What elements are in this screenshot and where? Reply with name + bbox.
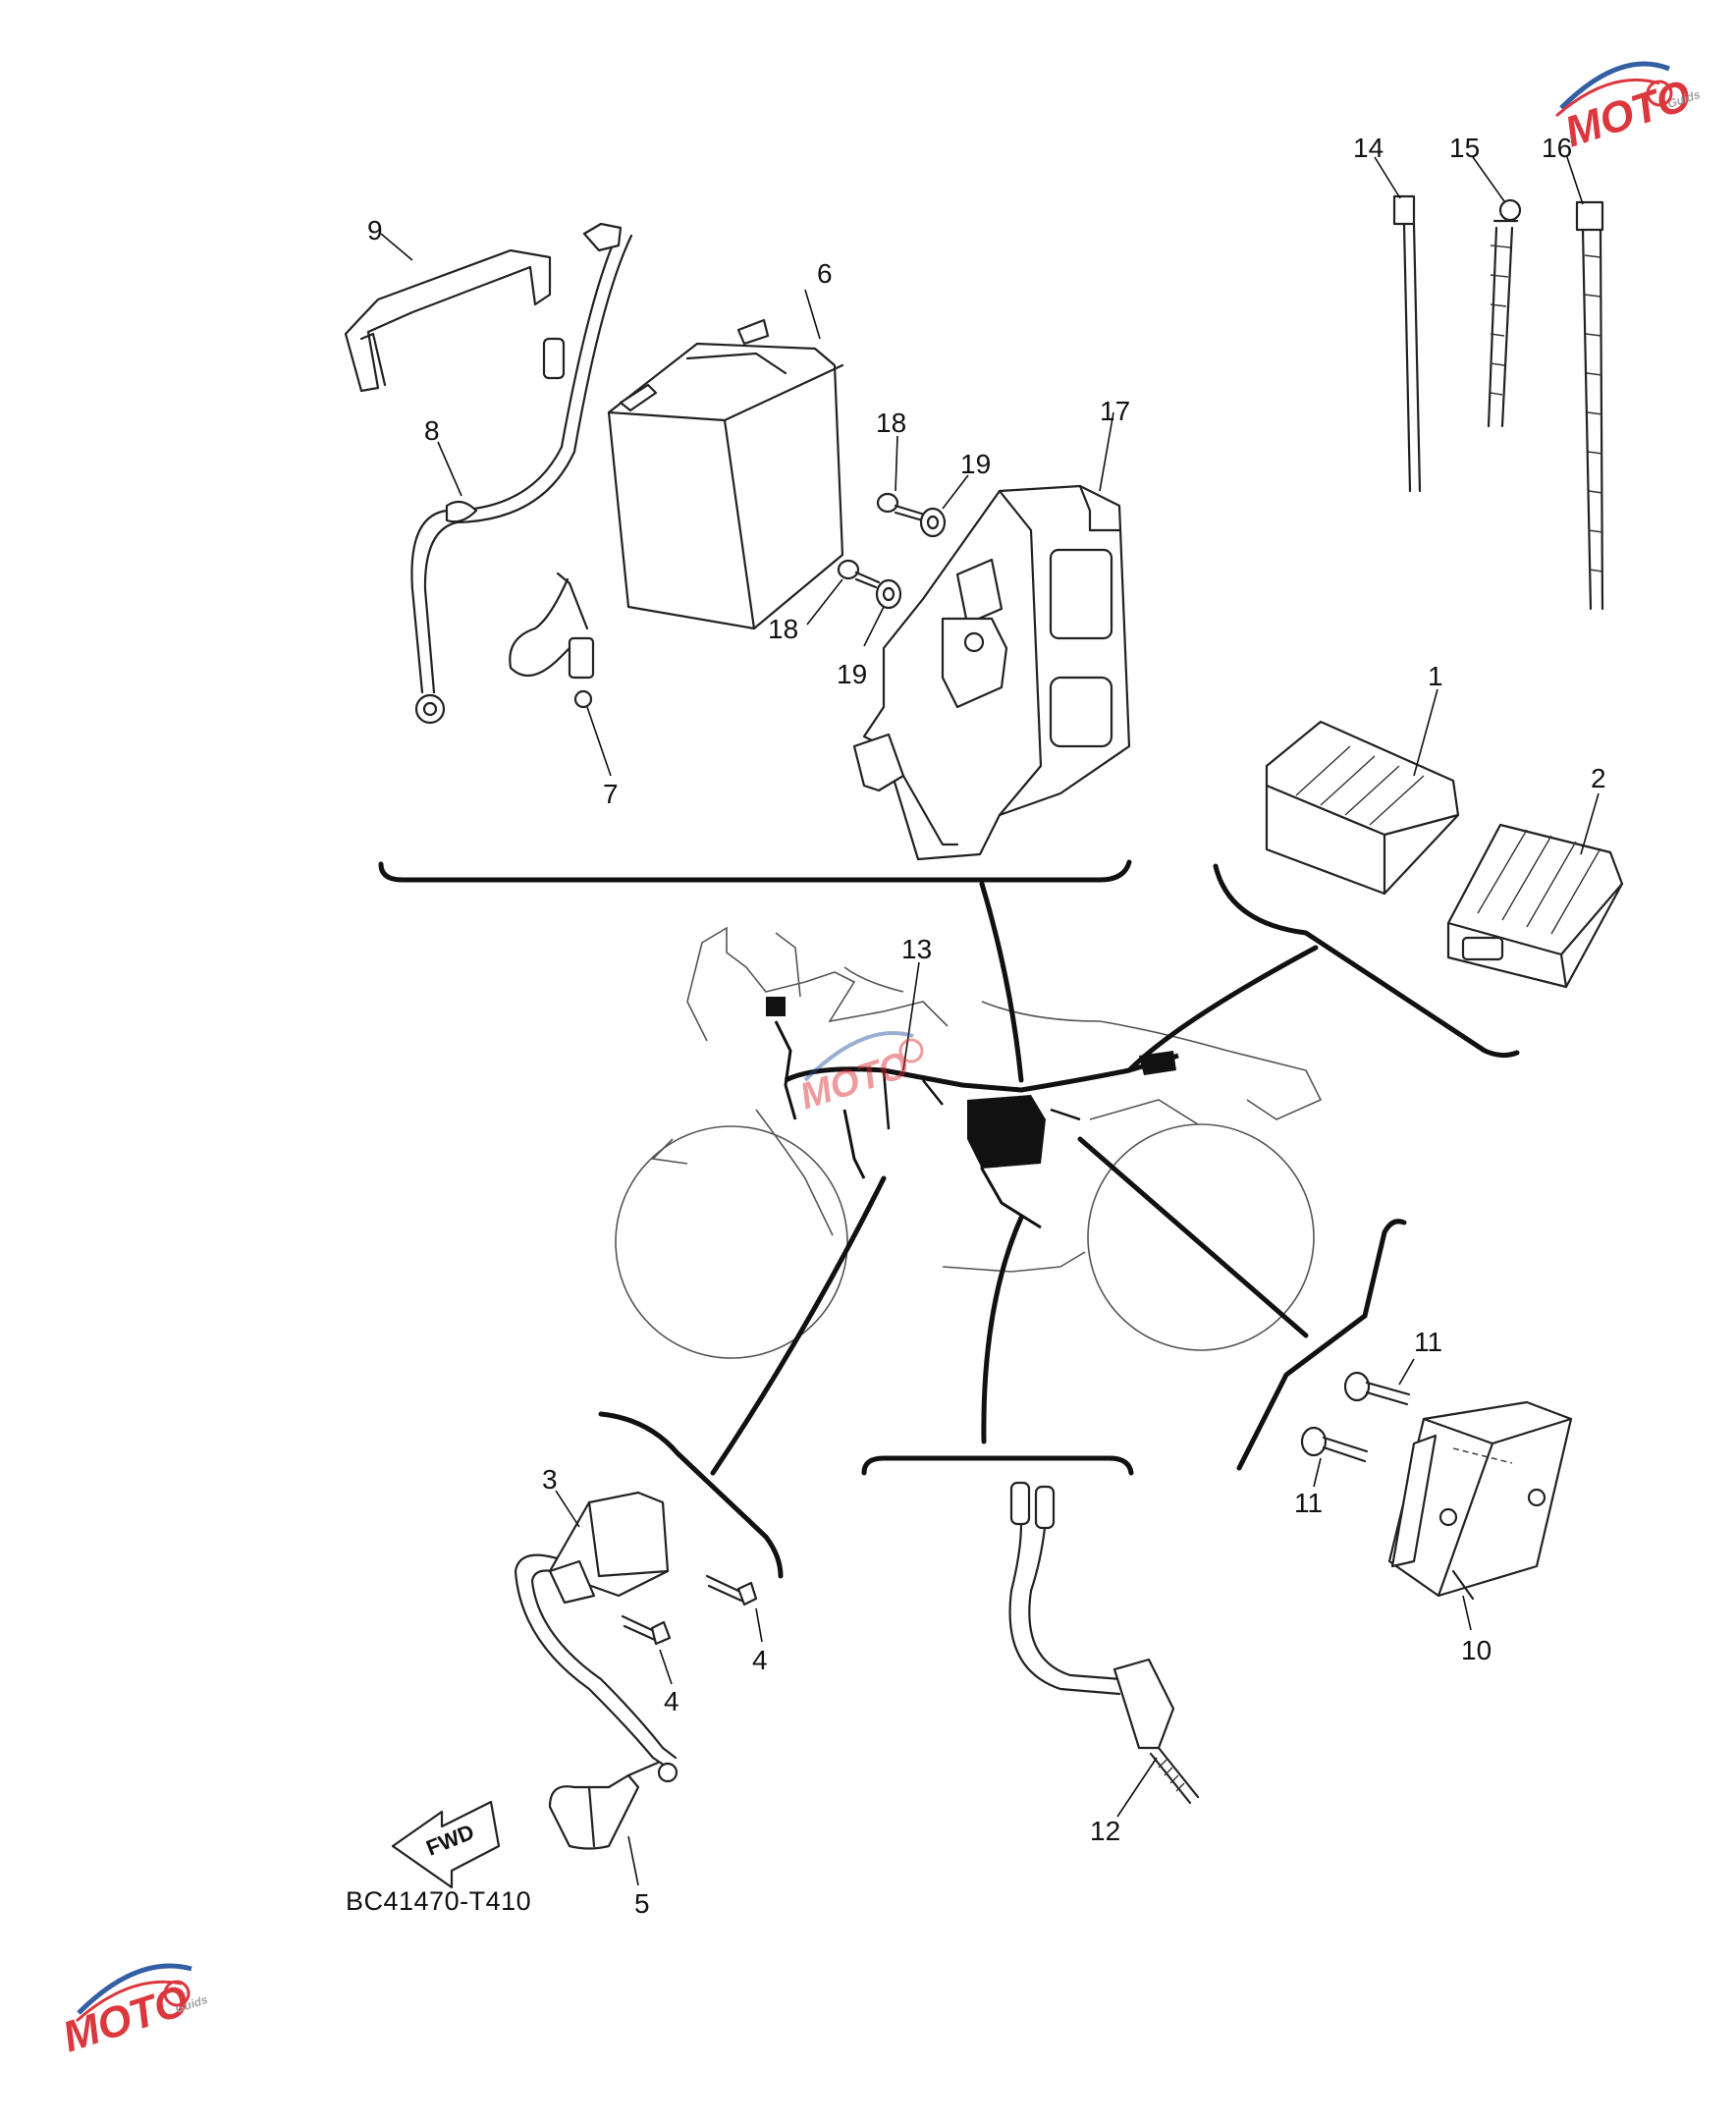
group-bracket-battery <box>378 859 1132 883</box>
reference-code: BC41470-T410 <box>346 1886 531 1916</box>
sensor-12 <box>1008 1481 1200 1805</box>
bolt-4-right <box>705 1574 758 1607</box>
battery-band-9 <box>344 248 552 393</box>
cable-tie-16 <box>1575 200 1604 611</box>
cable-tie-15 <box>1487 198 1522 428</box>
callout-4: 4 <box>664 1686 679 1716</box>
callout-14: 14 <box>1353 133 1383 163</box>
cable-tie-14 <box>1392 194 1422 493</box>
washer-19-upper <box>919 507 947 538</box>
regulator-10 <box>1387 1400 1573 1601</box>
callout-18: 18 <box>876 408 906 438</box>
bolt-11-lower <box>1300 1426 1369 1463</box>
callout-13: 13 <box>901 934 932 964</box>
unit-2 <box>1446 823 1624 989</box>
watermark-logo-top: MOTO Guids <box>1555 61 1703 157</box>
battery-6 <box>607 318 844 630</box>
callout-7: 7 <box>603 779 619 809</box>
group-bracket-ecu <box>1213 863 1520 1059</box>
bolt-4-left <box>621 1614 672 1646</box>
ecu-1 <box>1265 720 1460 896</box>
svg-text:MOTO: MOTO <box>1559 71 1697 156</box>
watermark-logo-bottom: MOTO Guids <box>57 1963 210 2062</box>
callout-10: 10 <box>1461 1635 1492 1665</box>
callout-16: 16 <box>1542 133 1572 163</box>
fwd-arrow-icon: FWD <box>391 1800 501 1889</box>
callout-8: 8 <box>424 415 440 446</box>
bolt-18-lower <box>837 559 881 589</box>
callout-4: 4 <box>752 1645 768 1675</box>
leader-plug <box>981 1215 1024 1444</box>
leader-coil <box>710 1175 887 1476</box>
leader-ecu <box>1126 945 1319 1073</box>
callout-15: 15 <box>1449 133 1480 163</box>
callout-11: 11 <box>1294 1488 1323 1518</box>
callout-6: 6 <box>817 258 833 289</box>
leader-reg <box>1077 1136 1309 1338</box>
callout-11: 11 <box>1414 1327 1442 1357</box>
callout-9: 9 <box>367 215 383 245</box>
callout-17: 17 <box>1100 396 1130 426</box>
callout-5: 5 <box>634 1888 650 1919</box>
ignition-coil-3 <box>514 1491 678 1783</box>
motorcycle-silhouette <box>615 926 1323 1359</box>
callout-19: 19 <box>837 659 867 689</box>
callout-2: 2 <box>1591 763 1606 793</box>
callout-1: 1 <box>1428 661 1443 691</box>
plug-cap-5 <box>548 1761 660 1850</box>
svg-text:MOTO: MOTO <box>795 1045 914 1118</box>
callout-19: 19 <box>960 449 991 479</box>
battery-lead-8 <box>410 222 633 725</box>
battery-box-17 <box>852 484 1131 861</box>
callout-3: 3 <box>542 1464 558 1495</box>
battery-lead-7 <box>509 572 595 709</box>
bolt-11-upper <box>1343 1371 1411 1406</box>
bolt-18-upper <box>876 492 930 523</box>
callout-12: 12 <box>1090 1816 1120 1846</box>
watermark-logo-center: MOTO <box>795 1031 924 1118</box>
wire-harness-13 <box>766 997 1179 1229</box>
callout-18: 18 <box>768 614 798 644</box>
group-bracket-reg <box>1236 1219 1407 1471</box>
group-bracket-coil <box>598 1411 784 1579</box>
washer-19-lower <box>875 578 902 610</box>
leader-top <box>979 881 1024 1083</box>
group-bracket-plug <box>861 1455 1134 1476</box>
